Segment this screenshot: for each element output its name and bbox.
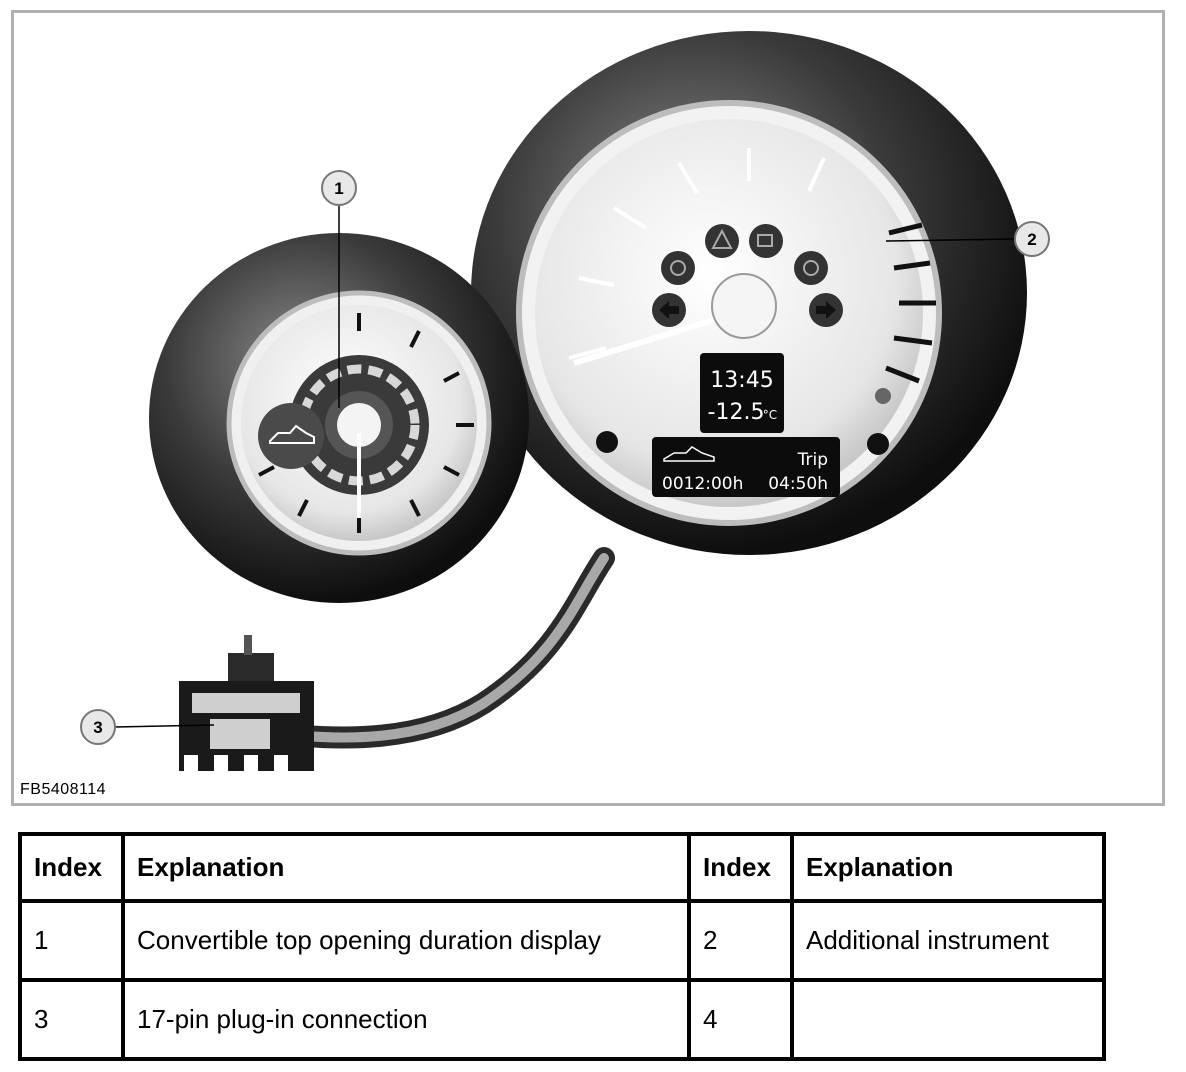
power-icon bbox=[670, 260, 686, 276]
clock-display bbox=[700, 353, 784, 433]
clock-time: 13:45 bbox=[710, 368, 773, 393]
header-index-1: Index bbox=[18, 832, 125, 903]
table-row: 3 17-pin plug-in connection 4 bbox=[18, 977, 1106, 1062]
legend-table: Index Explanation Index Explanation 1 Co… bbox=[18, 832, 1106, 1062]
svg-text:1: 1 bbox=[334, 179, 343, 198]
convertible-top-duration-display bbox=[149, 233, 529, 603]
svg-text:2: 2 bbox=[1027, 230, 1036, 249]
svg-text:3: 3 bbox=[93, 718, 102, 737]
trip-mode-label: Trip bbox=[797, 450, 828, 470]
cell-explanation: 17-pin plug-in connection bbox=[121, 977, 691, 1062]
header-explanation-1: Explanation bbox=[121, 832, 691, 903]
header-explanation-2: Explanation bbox=[790, 832, 1106, 903]
header-index-2: Index bbox=[687, 832, 794, 903]
cell-explanation bbox=[790, 977, 1106, 1062]
turn-left-arrow-icon bbox=[659, 301, 679, 319]
cell-index: 1 bbox=[18, 898, 125, 982]
cell-index: 2 bbox=[687, 898, 794, 982]
table-row: 1 Convertible top opening duration displ… bbox=[18, 898, 1106, 982]
instrument-drawing: 13:45 -12.5 °C Trip 0012:00h 04:50h bbox=[80, 31, 1050, 771]
callout-3: 3 bbox=[80, 709, 116, 745]
cell-index: 3 bbox=[18, 977, 125, 1062]
trip-time: 04:50h bbox=[768, 474, 828, 494]
cell-explanation: Convertible top opening duration display bbox=[121, 898, 691, 982]
trip-total-time: 0012:00h bbox=[662, 474, 743, 494]
clock-temp-unit: °C bbox=[763, 408, 777, 422]
warning-triangle-icon bbox=[711, 228, 733, 249]
turn-right-arrow-icon bbox=[816, 301, 836, 319]
figure-id: FB5408114 bbox=[20, 781, 107, 798]
cell-explanation: Additional instrument bbox=[790, 898, 1106, 982]
convertible-car-icon bbox=[663, 446, 715, 462]
clock-temperature: -12.5 bbox=[708, 400, 765, 425]
legend-header-row: Index Explanation Index Explanation bbox=[18, 832, 1106, 903]
callout-2: 2 bbox=[1014, 221, 1050, 257]
brake-icon bbox=[803, 260, 819, 276]
cell-index: 4 bbox=[687, 977, 794, 1062]
callout-1: 1 bbox=[321, 170, 357, 206]
additional-instrument: 13:45 -12.5 °C Trip 0012:00h 04:50h bbox=[471, 31, 1027, 555]
instrument-illustration: 13:45 -12.5 °C Trip 0012:00h 04:50h bbox=[11, 10, 1165, 806]
fog-light-icon bbox=[757, 234, 773, 247]
plug-in-connector bbox=[179, 635, 314, 771]
